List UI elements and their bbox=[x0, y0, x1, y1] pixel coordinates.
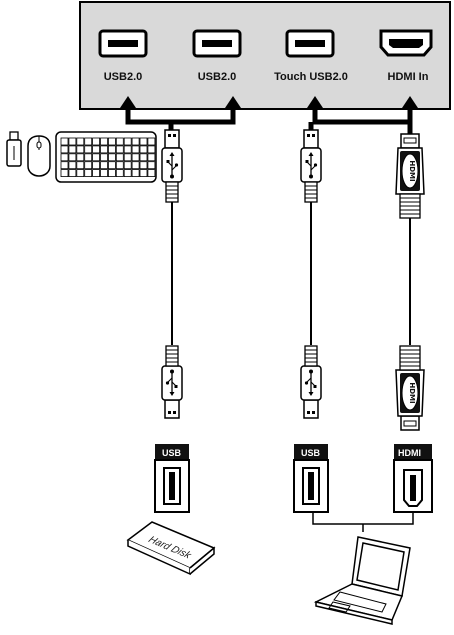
keyboard-key bbox=[92, 161, 100, 170]
keyboard-key bbox=[147, 145, 156, 154]
keyboard bbox=[55, 131, 157, 183]
keyboard-key bbox=[108, 169, 116, 178]
keyboard-key bbox=[131, 169, 140, 178]
keyboard-key bbox=[139, 153, 148, 162]
keyboard-key bbox=[100, 161, 108, 170]
keyboard-key bbox=[131, 153, 140, 162]
keyboard-key bbox=[68, 137, 77, 146]
port-label-usb-1: USB2.0 bbox=[104, 71, 143, 83]
keyboard-key bbox=[84, 137, 93, 146]
keyboard-key bbox=[84, 145, 93, 154]
usb-plug-bottom-2 bbox=[300, 345, 322, 419]
hdmi-tag: HDMI bbox=[398, 448, 421, 458]
keyboard-key bbox=[123, 169, 132, 178]
keyboard-key bbox=[108, 161, 116, 170]
keyboard-key bbox=[123, 161, 132, 170]
keyboard-key bbox=[139, 169, 148, 178]
keyboard-key bbox=[139, 145, 148, 154]
usb-cable-hard-disk bbox=[161, 129, 183, 419]
keyboard-key bbox=[60, 145, 69, 154]
usb-cable-touch bbox=[300, 129, 322, 419]
keyboard-key bbox=[123, 145, 132, 154]
keyboard-key bbox=[76, 169, 85, 178]
keyboard-key bbox=[115, 161, 124, 170]
keyboard-key bbox=[68, 145, 77, 154]
keyboard-key bbox=[108, 145, 116, 154]
arrow-touch-hdmi-group bbox=[308, 108, 413, 134]
keyboard-key bbox=[100, 137, 108, 146]
device-usb-port-touch: USB bbox=[293, 444, 329, 513]
keyboard-key bbox=[68, 161, 77, 170]
keyboard-key bbox=[108, 137, 116, 146]
usb-plug-bottom-1 bbox=[161, 345, 183, 419]
keyboard-key bbox=[147, 161, 156, 170]
keyboard-key bbox=[100, 153, 108, 162]
keyboard-key bbox=[84, 169, 93, 178]
hdmi-in-port bbox=[379, 29, 433, 57]
keyboard-key bbox=[139, 137, 148, 146]
keyboard-key bbox=[84, 161, 93, 170]
keyboard-key bbox=[139, 161, 148, 170]
usb-dongle bbox=[6, 131, 22, 167]
laptop bbox=[313, 536, 411, 625]
keyboard-key bbox=[92, 145, 100, 154]
keyboard-key bbox=[147, 137, 156, 146]
keyboard-key bbox=[115, 137, 124, 146]
keyboard-key bbox=[123, 153, 132, 162]
keyboard-key bbox=[68, 153, 77, 162]
keyboard-key bbox=[147, 169, 156, 178]
keyboard-key bbox=[76, 161, 85, 170]
keyboard-key bbox=[84, 153, 93, 162]
hdmi-logo-top: HDMI bbox=[408, 160, 416, 181]
device-usb-port-hard-disk: USB bbox=[154, 444, 190, 513]
usb-tag-2: USB bbox=[301, 448, 321, 458]
keyboard-key bbox=[60, 137, 69, 146]
keyboard-key bbox=[131, 137, 140, 146]
port-label-hdmi-in: HDMI In bbox=[388, 71, 429, 83]
device-hdmi-port: HDMI bbox=[393, 444, 433, 513]
keyboard-key bbox=[147, 153, 156, 162]
arrow-head-touch-usb bbox=[307, 96, 323, 108]
mouse bbox=[27, 135, 51, 177]
keyboard-key bbox=[92, 169, 100, 178]
keyboard-key bbox=[115, 169, 124, 178]
usb-port-2 bbox=[192, 29, 242, 58]
usb-plug-top-2 bbox=[300, 129, 322, 203]
keyboard-key bbox=[115, 153, 124, 162]
hdmi-logo-bottom: HDMI bbox=[408, 382, 416, 403]
keyboard-key bbox=[115, 145, 124, 154]
port-label-usb-2: USB2.0 bbox=[198, 71, 237, 83]
keyboard-key bbox=[68, 169, 77, 178]
display-panel: USB2.0 USB2.0 Touch USB2.0 HDMI In bbox=[79, 1, 451, 134]
arrow-head-hdmi bbox=[402, 96, 418, 108]
port-label-touch-usb: Touch USB2.0 bbox=[274, 71, 348, 83]
keyboard-key bbox=[92, 137, 100, 146]
hard-disk: Hard Disk bbox=[126, 521, 216, 576]
arrow-head-usb-1 bbox=[120, 96, 136, 108]
keyboard-key bbox=[100, 169, 108, 178]
keyboard-key bbox=[92, 153, 100, 162]
laptop-bracket bbox=[312, 512, 414, 532]
usb-port-1 bbox=[98, 29, 148, 58]
keyboard-key bbox=[100, 145, 108, 154]
keyboard-key bbox=[131, 161, 140, 170]
keyboard-key bbox=[76, 153, 85, 162]
keyboard-key bbox=[76, 145, 85, 154]
keyboard-key bbox=[108, 153, 116, 162]
usb-tag-1: USB bbox=[162, 448, 182, 458]
hdmi-cable: HDMI HDMI bbox=[395, 133, 425, 431]
keyboard-keys bbox=[60, 137, 156, 178]
arrow-head-usb-2 bbox=[225, 96, 241, 108]
keyboard-key bbox=[60, 161, 69, 170]
arrow-usb-group bbox=[125, 108, 236, 132]
touch-usb-port bbox=[285, 29, 335, 58]
keyboard-key bbox=[60, 153, 69, 162]
keyboard-key bbox=[131, 145, 140, 154]
usb-plug-top-1 bbox=[161, 129, 183, 203]
keyboard-key bbox=[76, 137, 85, 146]
keyboard-key bbox=[60, 169, 69, 178]
keyboard-key bbox=[123, 137, 132, 146]
